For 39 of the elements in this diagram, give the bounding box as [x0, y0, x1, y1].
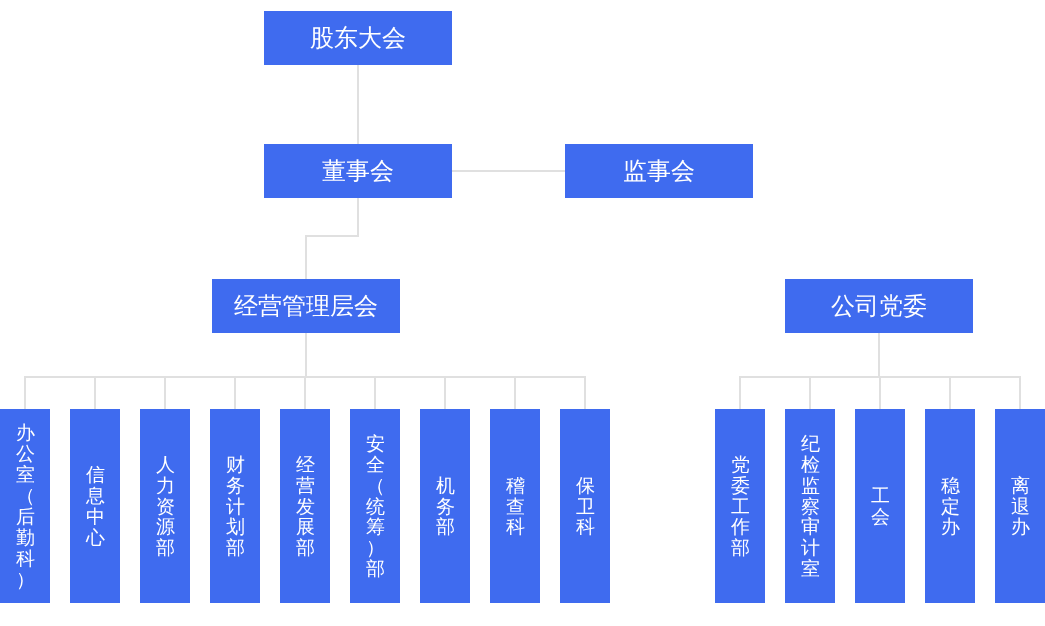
org-label: 安全（统筹）部	[365, 432, 385, 580]
department-box	[0, 409, 50, 603]
org-label: 信息中心	[85, 464, 105, 548]
department-box	[715, 409, 765, 603]
department-box	[210, 409, 260, 603]
department-box	[995, 409, 1045, 603]
org-label: 公司党委	[831, 291, 927, 322]
org-label: 工会	[870, 485, 890, 527]
org-box	[264, 11, 452, 65]
org-label: 经营发展部	[295, 453, 315, 559]
department-box	[925, 409, 975, 603]
org-label: 稽查科	[505, 474, 525, 538]
org-label: 离退办	[1010, 474, 1030, 538]
department-box	[280, 409, 330, 603]
department-box	[70, 409, 120, 603]
org-label: 机务部	[435, 474, 455, 538]
department-box	[785, 409, 835, 603]
org-label: 经营管理层会	[234, 291, 378, 322]
org-label: 董事会	[322, 156, 394, 187]
org-label: 办公室（后勤科）	[15, 422, 35, 590]
connector-line	[305, 197, 359, 280]
department-box	[855, 409, 905, 603]
org-label: 保卫科	[575, 474, 595, 538]
department-box	[140, 409, 190, 603]
department-box	[350, 409, 400, 603]
org-label: 财务计划部	[225, 453, 245, 559]
org-label: 党委工作部	[730, 453, 750, 559]
department-box	[560, 409, 610, 603]
org-box	[212, 279, 400, 333]
org-label: 纪检监察审计室	[800, 432, 820, 580]
department-box	[490, 409, 540, 603]
org-label: 股东大会	[310, 23, 406, 54]
org-box	[565, 144, 753, 198]
org-label: 稳定办	[940, 474, 960, 538]
org-box	[785, 279, 973, 333]
org-box	[264, 144, 452, 198]
department-box	[420, 409, 470, 603]
org-label: 人力资源部	[155, 453, 175, 559]
org-label: 监事会	[623, 156, 695, 187]
